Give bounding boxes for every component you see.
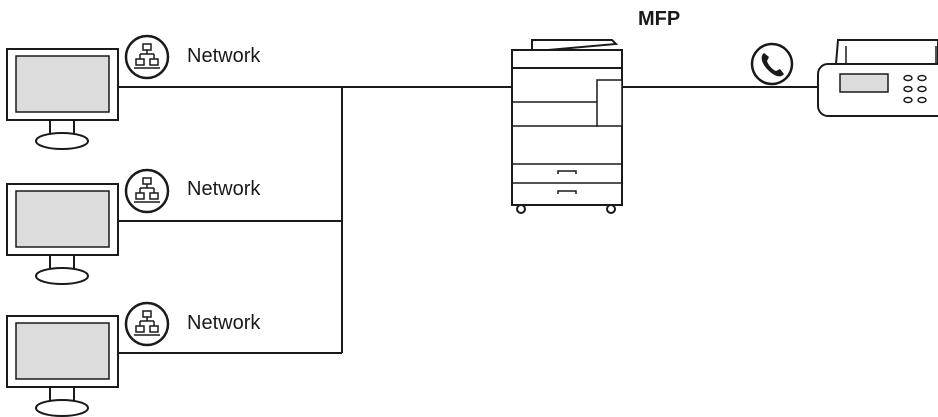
monitor-screen (15, 55, 110, 113)
fax-machine (817, 39, 938, 117)
mfp-wheel (516, 204, 526, 214)
connection-lines (118, 86, 818, 354)
mfp-side-panel (596, 79, 623, 127)
mfp-tray-handle (557, 190, 577, 194)
computer-2 (6, 183, 119, 285)
monitor-base (35, 399, 89, 417)
mfp-wheel (606, 204, 616, 214)
monitor-screen (15, 190, 110, 248)
monitor-base (35, 132, 89, 150)
computer-1 (6, 48, 119, 150)
network-label-2: Network (187, 178, 261, 200)
network-icon (124, 301, 170, 347)
network-label-1: Network (187, 45, 261, 67)
mfp-printer (511, 39, 623, 214)
mfp-label: MFP (638, 8, 681, 30)
network-icon (124, 34, 170, 80)
monitor-screen (15, 322, 110, 380)
computer-3 (6, 315, 119, 417)
mfp-document-feeder (531, 39, 619, 51)
mfp-top-unit (511, 49, 623, 69)
network-label-3: Network (187, 312, 261, 334)
telephone-handset-icon (750, 42, 794, 86)
fax-paper-tray (835, 39, 938, 65)
monitor-base (35, 267, 89, 285)
fax-display (839, 73, 889, 93)
mfp-tray-handle (557, 170, 577, 174)
network-icon (124, 168, 170, 214)
